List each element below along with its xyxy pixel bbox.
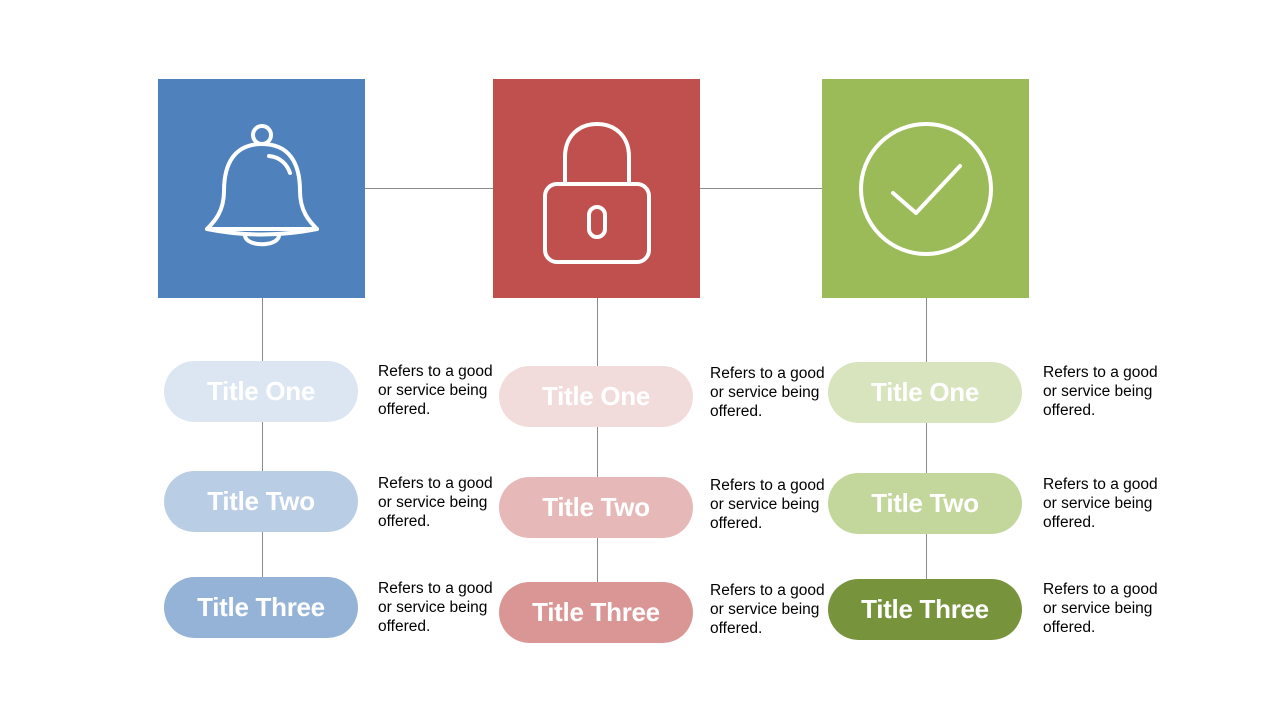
pill-label: Title One	[870, 377, 980, 407]
description-text: Refers to a good or service being offere…	[1043, 581, 1158, 636]
tile-check	[822, 79, 1029, 298]
description-text: Refers to a good or service being offere…	[710, 365, 825, 420]
title-pill: Title Three	[828, 579, 1022, 640]
title-pill: Title Two	[828, 473, 1022, 534]
connector-line	[926, 297, 927, 602]
title-pill: Title Two	[499, 477, 693, 538]
pill-label: Title Three	[197, 592, 325, 622]
description-text: Refers to a good or service being offere…	[710, 477, 825, 532]
connector-line	[365, 188, 493, 189]
tile-lock	[493, 79, 700, 298]
pill-label: Title One	[206, 376, 316, 406]
pill-label: Title One	[541, 381, 651, 411]
connector-line	[597, 297, 598, 602]
title-pill: Title One	[164, 361, 358, 422]
pill-label: Title Two	[871, 488, 979, 518]
description-text: Refers to a good or service being offere…	[1043, 364, 1158, 419]
description-text: Refers to a good or service being offere…	[378, 363, 493, 418]
bell-icon	[204, 123, 319, 246]
description-text: Refers to a good or service being offere…	[378, 580, 493, 635]
description-text: Refers to a good or service being offere…	[1043, 476, 1158, 531]
title-pill: Title One	[499, 366, 693, 427]
pill-label: Title Three	[861, 594, 989, 624]
description-text: Refers to a good or service being offere…	[378, 475, 493, 530]
connector-line	[700, 188, 822, 189]
description-text: Refers to a good or service being offere…	[710, 582, 825, 637]
connector-line	[262, 297, 263, 597]
title-pill: Title One	[828, 362, 1022, 423]
title-pill: Title Three	[499, 582, 693, 643]
title-pill: Title Three	[164, 577, 358, 638]
pill-label: Title Three	[532, 597, 660, 627]
pill-label: Title Two	[542, 492, 650, 522]
checkmark-circle-icon	[858, 121, 993, 256]
pill-label: Title Two	[207, 486, 315, 516]
title-pill: Title Two	[164, 471, 358, 532]
tile-bell	[158, 79, 365, 298]
lock-icon	[542, 121, 651, 264]
